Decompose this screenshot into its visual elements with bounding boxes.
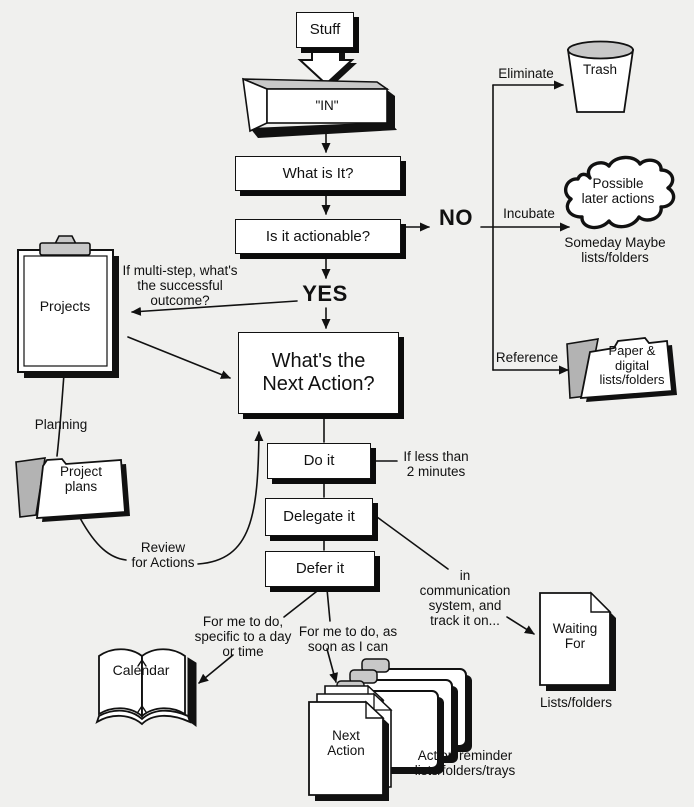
waiting-for-label: Waiting For bbox=[552, 621, 598, 652]
calendar-label: Calendar bbox=[112, 662, 170, 678]
whats-the-next-action-box: What's the Next Action? bbox=[238, 332, 399, 414]
action-reminder-caption: Action reminder lists/folders/trays bbox=[414, 748, 516, 779]
projects-clipboard-icon bbox=[17, 235, 119, 378]
in-tray-label: "IN" bbox=[315, 98, 339, 113]
flow-connectors bbox=[56, 80, 570, 684]
waiting-for-document-icon bbox=[539, 591, 616, 691]
delegate-it-box: Delegate it bbox=[265, 498, 373, 536]
no-label: NO bbox=[439, 205, 473, 230]
next-action-label: Next Action bbox=[327, 728, 365, 759]
paper-digital-folder-label: Paper & digital lists/folders bbox=[599, 343, 665, 388]
project-plans-folder-icon bbox=[15, 457, 130, 522]
if-less-than-note: If less than 2 minutes bbox=[403, 449, 469, 480]
someday-maybe-caption: Someday Maybe lists/folders bbox=[564, 235, 666, 266]
do-it-box: Do it bbox=[267, 443, 371, 479]
in-communication-note: in communication system, and track it on… bbox=[419, 568, 511, 629]
is-it-actionable-box: Is it actionable? bbox=[235, 219, 401, 254]
trash-label: Trash bbox=[582, 62, 617, 77]
down-block-arrow-icon bbox=[297, 47, 357, 87]
for-me-soon-note: For me to do, as soon as I can bbox=[298, 624, 398, 655]
project-plans-label: Project plans bbox=[59, 464, 103, 495]
eliminate-label: Eliminate bbox=[498, 66, 554, 81]
in-tray-icon bbox=[242, 77, 397, 138]
projects-label: Projects bbox=[39, 298, 91, 314]
calendar-book-icon bbox=[95, 648, 197, 727]
yes-label: YES bbox=[302, 281, 348, 306]
if-multi-step-note: If multi-step, what's the successful out… bbox=[122, 263, 238, 309]
planning-note: Planning bbox=[34, 417, 88, 432]
defer-it-box: Defer it bbox=[265, 551, 375, 587]
review-for-actions-note: Review for Actions bbox=[131, 540, 195, 571]
next-action-stack-icon bbox=[308, 658, 472, 801]
lists-folders-caption: Lists/folders bbox=[539, 695, 613, 710]
reference-label: Reference bbox=[495, 350, 559, 365]
stuff-box: Stuff bbox=[296, 12, 354, 48]
for-me-day-note: For me to do, specific to a day or time bbox=[194, 614, 292, 660]
cloud-label: Possible later actions bbox=[581, 176, 655, 207]
trash-icon bbox=[566, 40, 635, 113]
incubate-label: Incubate bbox=[503, 206, 555, 221]
what-is-it-box: What is It? bbox=[235, 156, 401, 191]
cloud-icon bbox=[563, 155, 676, 230]
paper-digital-folder-icon bbox=[566, 337, 677, 402]
